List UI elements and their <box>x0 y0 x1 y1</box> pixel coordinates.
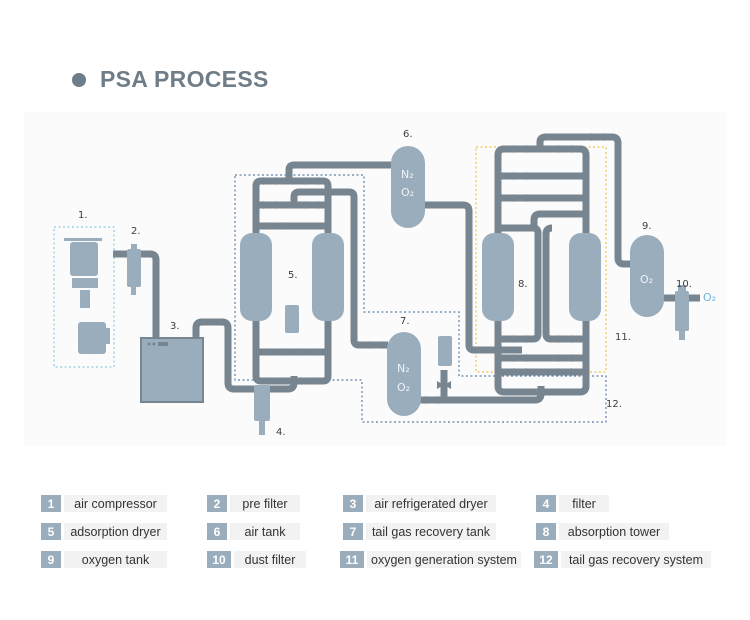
legend-item: 8 absorption tower <box>536 523 669 540</box>
legend-label: air tank <box>230 523 300 540</box>
legend-number: 5 <box>41 523 61 540</box>
label-pre-filter: 2. <box>131 226 141 237</box>
legend-number: 7 <box>343 523 363 540</box>
legend-label: dust filter <box>234 551 306 568</box>
legend-label: filter <box>559 495 609 512</box>
label-oxygen-tank: 9. <box>642 221 652 232</box>
legend-item: 3 air refrigerated dryer <box>343 495 496 512</box>
tail-tank-gas-n2: N₂ <box>397 362 410 375</box>
pipes <box>113 133 700 404</box>
legend-number: 4 <box>536 495 556 512</box>
legend-item: 11 oxygen generation system <box>340 551 521 568</box>
psa-process-diagram: 1. 2. 3. 4. 5. 6. 7. 8. 9. 10. 11. 12. N… <box>53 129 716 438</box>
label-air-tank: 6. <box>403 129 413 140</box>
label-dust-filter: 10. <box>676 279 692 290</box>
label-adsorption-dryer: 5. <box>288 270 298 281</box>
legend-label: absorption tower <box>559 523 669 540</box>
legend-label: air compressor <box>64 495 167 512</box>
legend-item: 5 adsorption dryer <box>41 523 167 540</box>
oxygen-output-label: O₂ <box>703 291 716 304</box>
bullet-dot-icon <box>72 72 86 87</box>
legend-label: tail gas recovery tank <box>366 523 496 540</box>
page-title: PSA PROCESS <box>100 66 269 92</box>
legend-item: 10 dust filter <box>207 551 306 568</box>
air-tank-gas-n2: N₂ <box>401 168 414 181</box>
label-oxygen-generation-system: 11. <box>615 332 631 343</box>
legend-number: 10 <box>207 551 231 568</box>
label-absorption-tower: 8. <box>518 279 528 290</box>
tail-gas-recovery-tank <box>387 332 452 416</box>
legend-item: 4 filter <box>536 495 609 512</box>
air-compressor <box>64 238 110 354</box>
section-header: PSA PROCESS <box>72 66 269 93</box>
boundary-compressor <box>53 226 115 368</box>
legend-label: tail gas recovery system <box>561 551 711 568</box>
label-tail-gas-tank: 7. <box>400 316 410 327</box>
legend-label: oxygen generation system <box>367 551 521 568</box>
label-tail-gas-recovery-system: 12. <box>606 399 622 410</box>
legend-item: 7 tail gas recovery tank <box>343 523 496 540</box>
tail-tank-gas-o2: O₂ <box>397 381 410 394</box>
legend-label: air refrigerated dryer <box>366 495 496 512</box>
air-tank <box>391 146 425 228</box>
label-air-compressor: 1. <box>78 210 88 221</box>
legend-number: 8 <box>536 523 556 540</box>
legend-number: 1 <box>41 495 61 512</box>
legend-item: 2 pre filter <box>207 495 300 512</box>
legend-number: 12 <box>534 551 558 568</box>
dust-filter <box>675 285 689 340</box>
legend-label: adsorption dryer <box>64 523 167 540</box>
filter <box>254 385 270 435</box>
legend-number: 2 <box>207 495 227 512</box>
legend-number: 9 <box>41 551 61 568</box>
legend-item: 6 air tank <box>207 523 300 540</box>
pre-filter <box>127 244 141 295</box>
legend-item: 1 air compressor <box>41 495 167 512</box>
legend-number: 11 <box>340 551 364 568</box>
legend-number: 6 <box>207 523 227 540</box>
air-refrigerated-dryer <box>140 337 204 403</box>
oxygen-tank-gas: O₂ <box>640 273 653 286</box>
legend-number: 3 <box>343 495 363 512</box>
absorption-tower <box>482 233 601 321</box>
label-refrigerated-dryer: 3. <box>170 321 180 332</box>
adsorption-dryer <box>240 233 344 333</box>
legend-label: oxygen tank <box>64 551 167 568</box>
legend-item: 12 tail gas recovery system <box>534 551 711 568</box>
oxygen-tank <box>630 235 664 317</box>
legend-label: pre filter <box>230 495 300 512</box>
air-tank-gas-o2: O₂ <box>401 186 414 199</box>
label-filter: 4. <box>276 427 286 438</box>
legend-item: 9 oxygen tank <box>41 551 167 568</box>
